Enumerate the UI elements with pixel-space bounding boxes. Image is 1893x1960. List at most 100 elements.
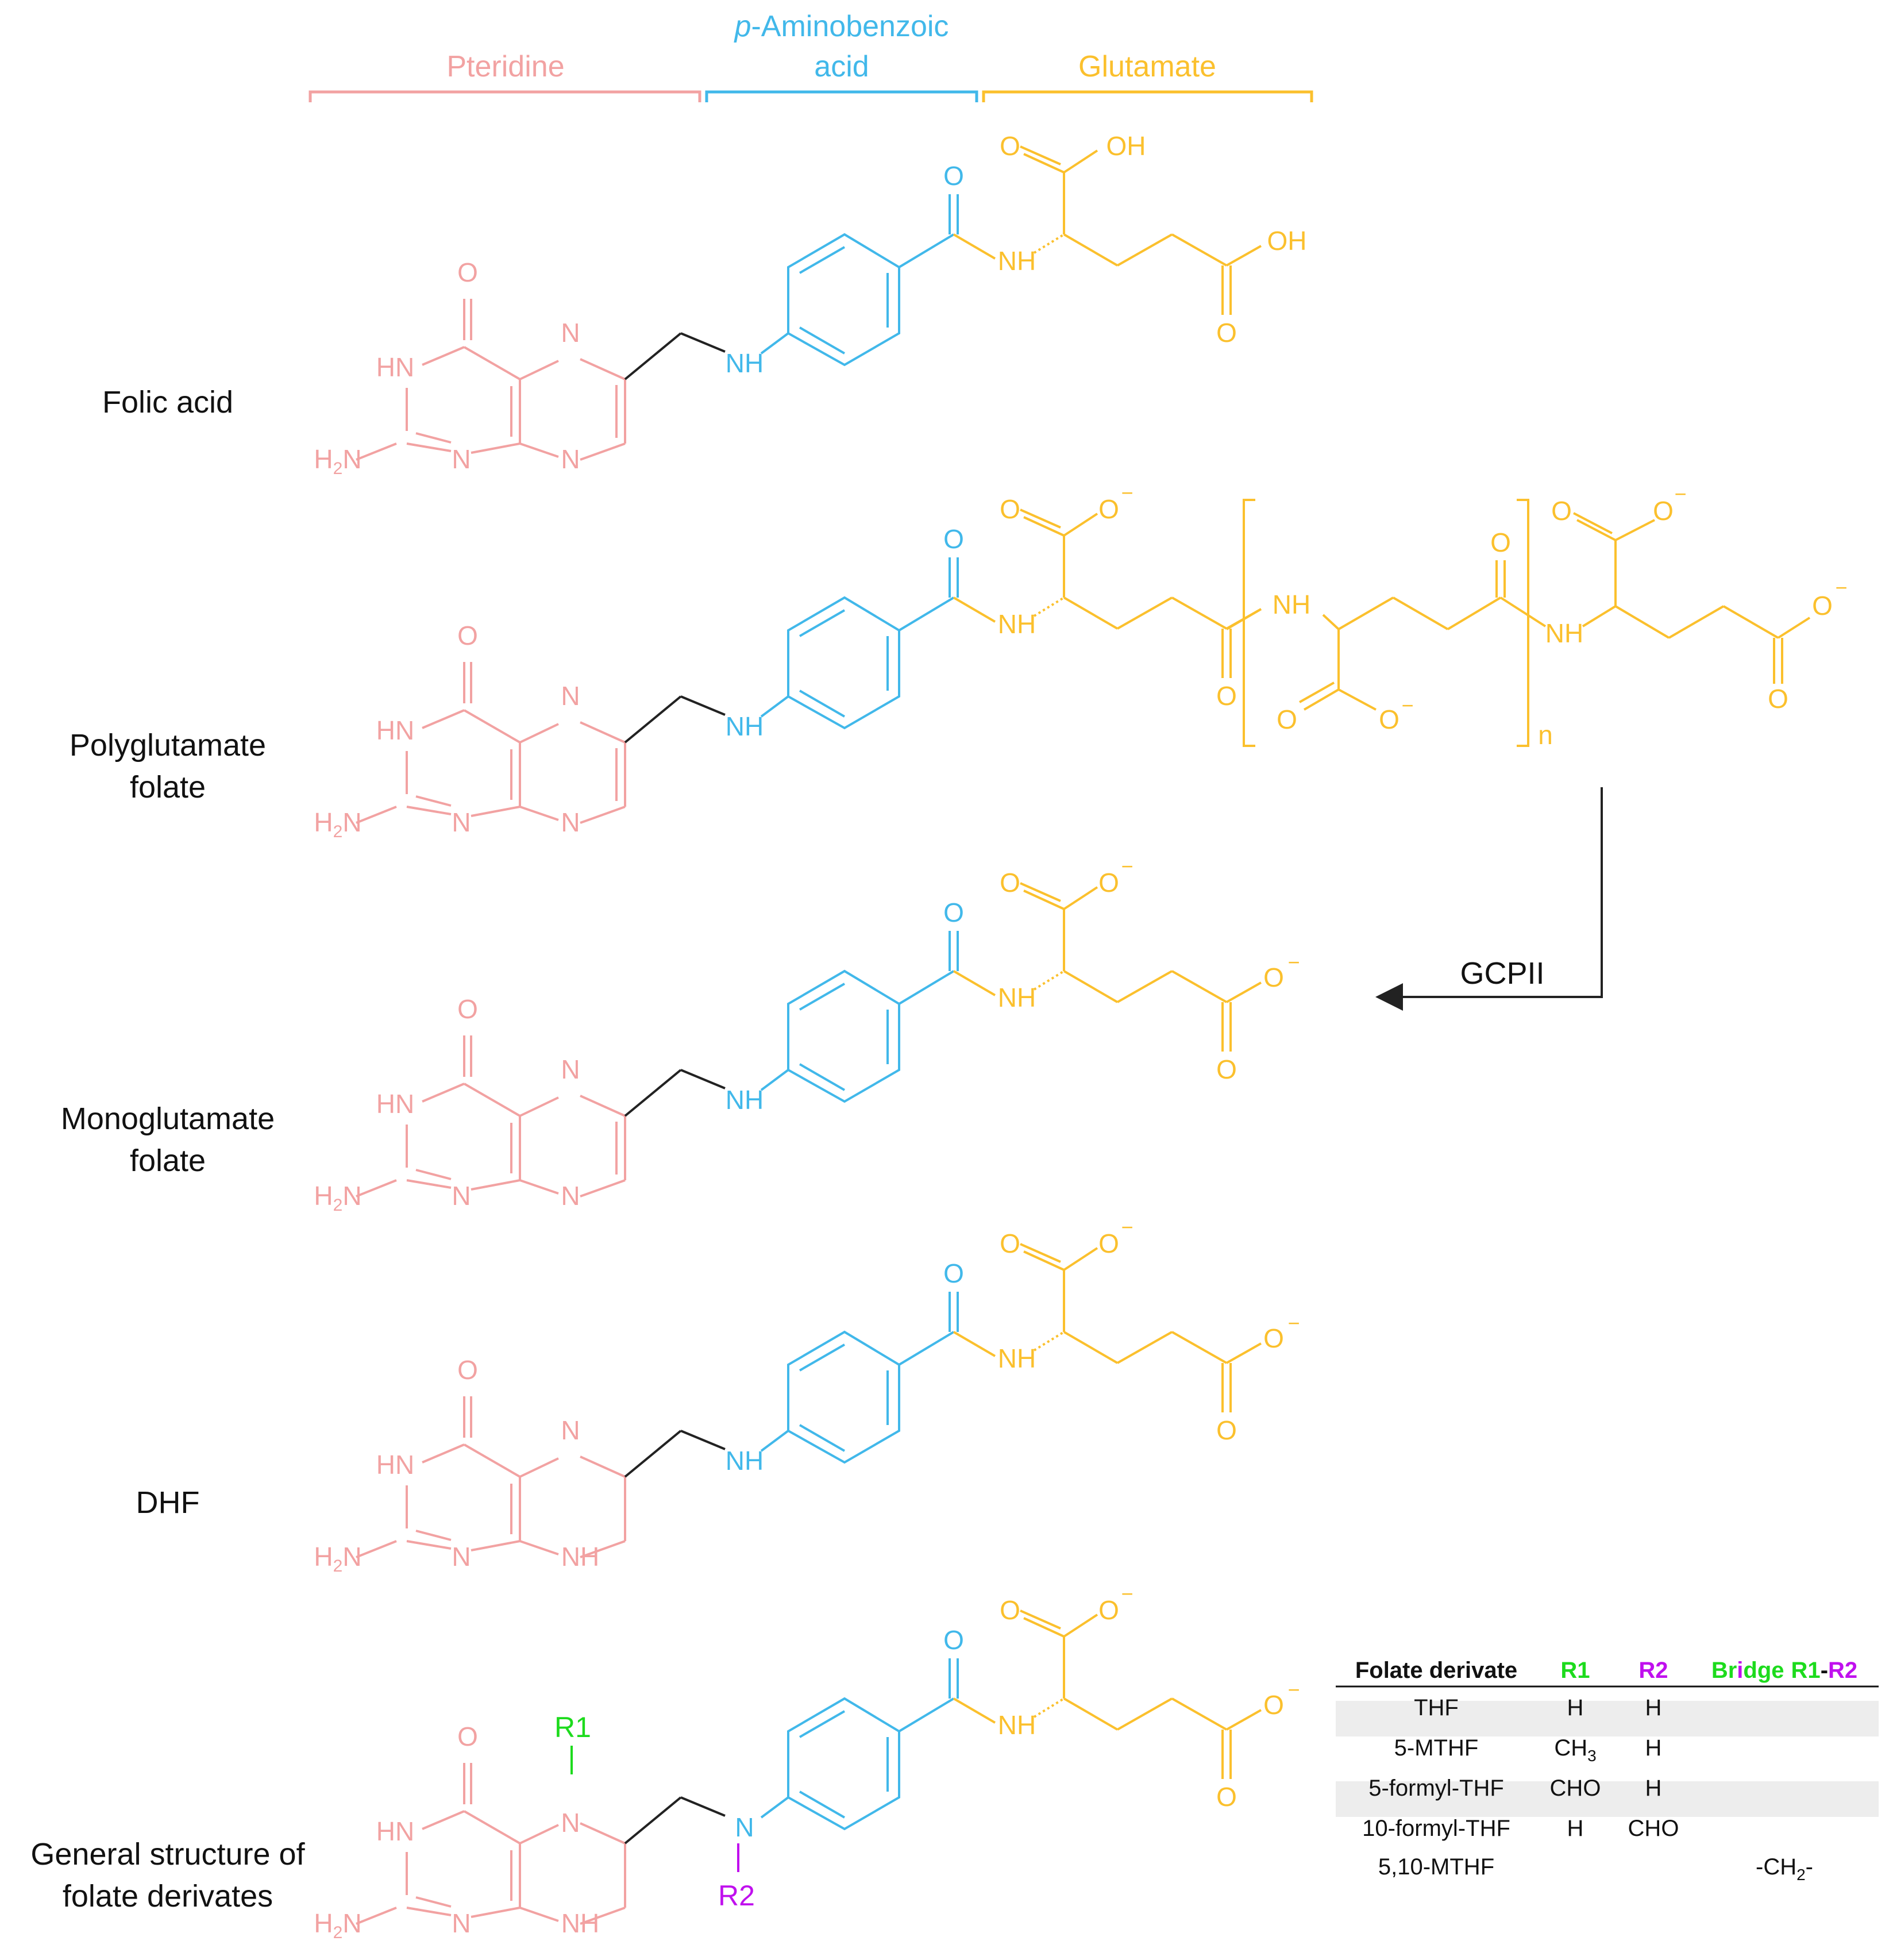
label-folic-acid: Folic acid [102, 385, 233, 419]
gamma-carbonyl-o: O [1216, 1782, 1237, 1812]
pteridine-n5: N [561, 1808, 580, 1838]
polyglutamate-atoms: NH O O − O NH O O − O − O n [1273, 482, 1848, 750]
paba-carbonyl-o: O [943, 1625, 964, 1655]
alpha-charge: − [1121, 1215, 1133, 1239]
section-headers: Pteridine p-Aminobenzoic acid Glutamate [309, 10, 1313, 102]
glutamate-amide-nh: NH [998, 1710, 1036, 1740]
folate-molecule-template: O HN N N N H2N NH O [314, 131, 1306, 478]
pteridine-bonds [356, 299, 626, 461]
terminal-alpha-o2: O [1653, 496, 1674, 526]
alpha-hydroxyl-o: O [1098, 494, 1119, 524]
paba-carbonyl-o: O [943, 1258, 964, 1288]
pteridine-atoms: O HN N N NH H2N [314, 1355, 599, 1576]
paba-atoms: N O [735, 1625, 964, 1842]
alpha-hydroxyl-o: O [1098, 1595, 1119, 1625]
pteridine-atoms: O HN N N N H2N [314, 257, 580, 478]
pteridine-oxo: O [457, 257, 478, 287]
th-derivate: Folate derivate [1355, 1658, 1517, 1683]
pteridine-n8: NH [561, 1908, 599, 1938]
gamma-hydroxyl-o: O [1263, 1690, 1284, 1720]
paba-carbonyl-o: O [943, 524, 964, 554]
td-derivate: 5,10-MTHF [1378, 1854, 1494, 1880]
glutamate-atoms: NH O O O O −− [998, 1215, 1300, 1445]
gamma-hydroxyl-o: O [1263, 962, 1284, 992]
label-monoglutamate-line2: folate [130, 1143, 206, 1178]
r2-substituent: R2 [718, 1880, 755, 1912]
pteridine-n3: N [452, 1908, 471, 1938]
glutamate-amide-nh: NH [998, 1343, 1036, 1373]
pteridine-n3: N [452, 444, 471, 474]
pteridine-hn: HN [376, 1089, 414, 1119]
pteridine-n5: N [561, 1054, 580, 1084]
td-r1: H [1567, 1695, 1584, 1720]
pteridine-amine: H2N [314, 1181, 361, 1215]
label-monoglutamate-line1: Monoglutamate [61, 1102, 275, 1136]
pteridine-n8: NH [561, 1542, 599, 1572]
gcpii-reaction-arrow: GCPII [1375, 787, 1603, 1011]
alpha-carbonyl-o: O [1000, 131, 1020, 161]
folate-molecule: O HN N N NH H2N NH O [314, 1215, 1300, 1576]
pteridine-n8: N [561, 807, 580, 837]
paba-carbonyl-o: O [943, 161, 964, 191]
label-general-line1: General structure of [30, 1837, 305, 1872]
pteridine-hn: HN [376, 715, 414, 745]
glutamate-atoms: NH O O O O −− [998, 854, 1300, 1084]
r1-substituent: R1 [554, 1711, 591, 1743]
table-body: THF H H 5-MTHF CH3 H 5-formyl-THF CHO H … [1362, 1695, 1813, 1884]
label-general-line2: folate derivates [63, 1879, 273, 1913]
gamma-hydroxyl-o: OH [1267, 226, 1307, 256]
pteridine-oxo: O [457, 621, 478, 650]
glutamate-bonds [953, 1609, 1262, 1779]
td-r1: CH3 [1554, 1735, 1596, 1765]
folate-molecule: O HN N N N H2N NH O [314, 854, 1300, 1215]
folate-molecule: O HN N N N H2N NH O [314, 481, 1262, 841]
pteridine-n5: N [561, 681, 580, 711]
paba-atoms: NH O [726, 898, 964, 1115]
folate-molecule: O HN N N NH H2N N O [314, 1582, 1300, 1942]
paba-bracket [705, 90, 978, 102]
pteridine-bonds [356, 1035, 626, 1197]
paba-amine: NH [726, 348, 764, 378]
pteridine-atoms: O HN N N N H2N [314, 994, 580, 1215]
gcpii-label: GCPII [1460, 956, 1544, 991]
pteridine-bonds [356, 1763, 626, 1925]
td-derivate: THF [1414, 1695, 1459, 1720]
paba-atoms: NH O [726, 1258, 964, 1476]
repeat-amide-o: O [1490, 527, 1511, 557]
repeat-charge: − [1401, 694, 1413, 717]
table-row-shade-2 [1336, 1781, 1879, 1817]
glutamate-header: Glutamate [1078, 50, 1216, 83]
alpha-charge: − [1121, 854, 1133, 878]
td-derivate: 5-MTHF [1394, 1735, 1479, 1761]
paba-carbonyl-o: O [943, 898, 964, 927]
gamma-carbonyl-o: O [1216, 318, 1237, 348]
repeat-carboxylate-o: O [1379, 704, 1399, 734]
pteridine-atoms: O HN N N N H2N [314, 621, 580, 841]
methylene-linker [624, 332, 726, 380]
paba-amine: N [735, 1812, 754, 1842]
glutamate-bonds [953, 145, 1262, 315]
paba-amine: NH [726, 1085, 764, 1115]
pteridine-oxo: O [457, 1722, 478, 1751]
pteridine-n3: N [452, 1181, 471, 1211]
polyglutamate-bonds [1225, 499, 1811, 747]
alpha-hydroxyl-o: O [1098, 1229, 1119, 1258]
glutamate-bonds [953, 882, 1262, 1052]
alpha-carbonyl-o: O [1000, 1229, 1020, 1258]
pteridine-hn: HN [376, 352, 414, 382]
glutamate-atoms: NH O O O − [998, 481, 1237, 711]
gamma-carbonyl-o: O [1216, 1054, 1237, 1084]
paba-bonds [760, 557, 959, 730]
glutamate-bracket [982, 90, 1313, 102]
td-r2: CHO [1628, 1816, 1679, 1841]
terminal-gamma-o2: O [1768, 684, 1788, 714]
td-derivate: 5-formyl-THF [1368, 1776, 1504, 1801]
td-r1: H [1567, 1816, 1584, 1841]
glutamate-bonds [953, 1243, 1262, 1412]
terminal-alpha-charge: − [1674, 482, 1686, 506]
paba-header-line2: acid [814, 50, 869, 83]
pteridine-amine: H2N [314, 1542, 361, 1576]
gamma-charge: − [1287, 950, 1300, 974]
